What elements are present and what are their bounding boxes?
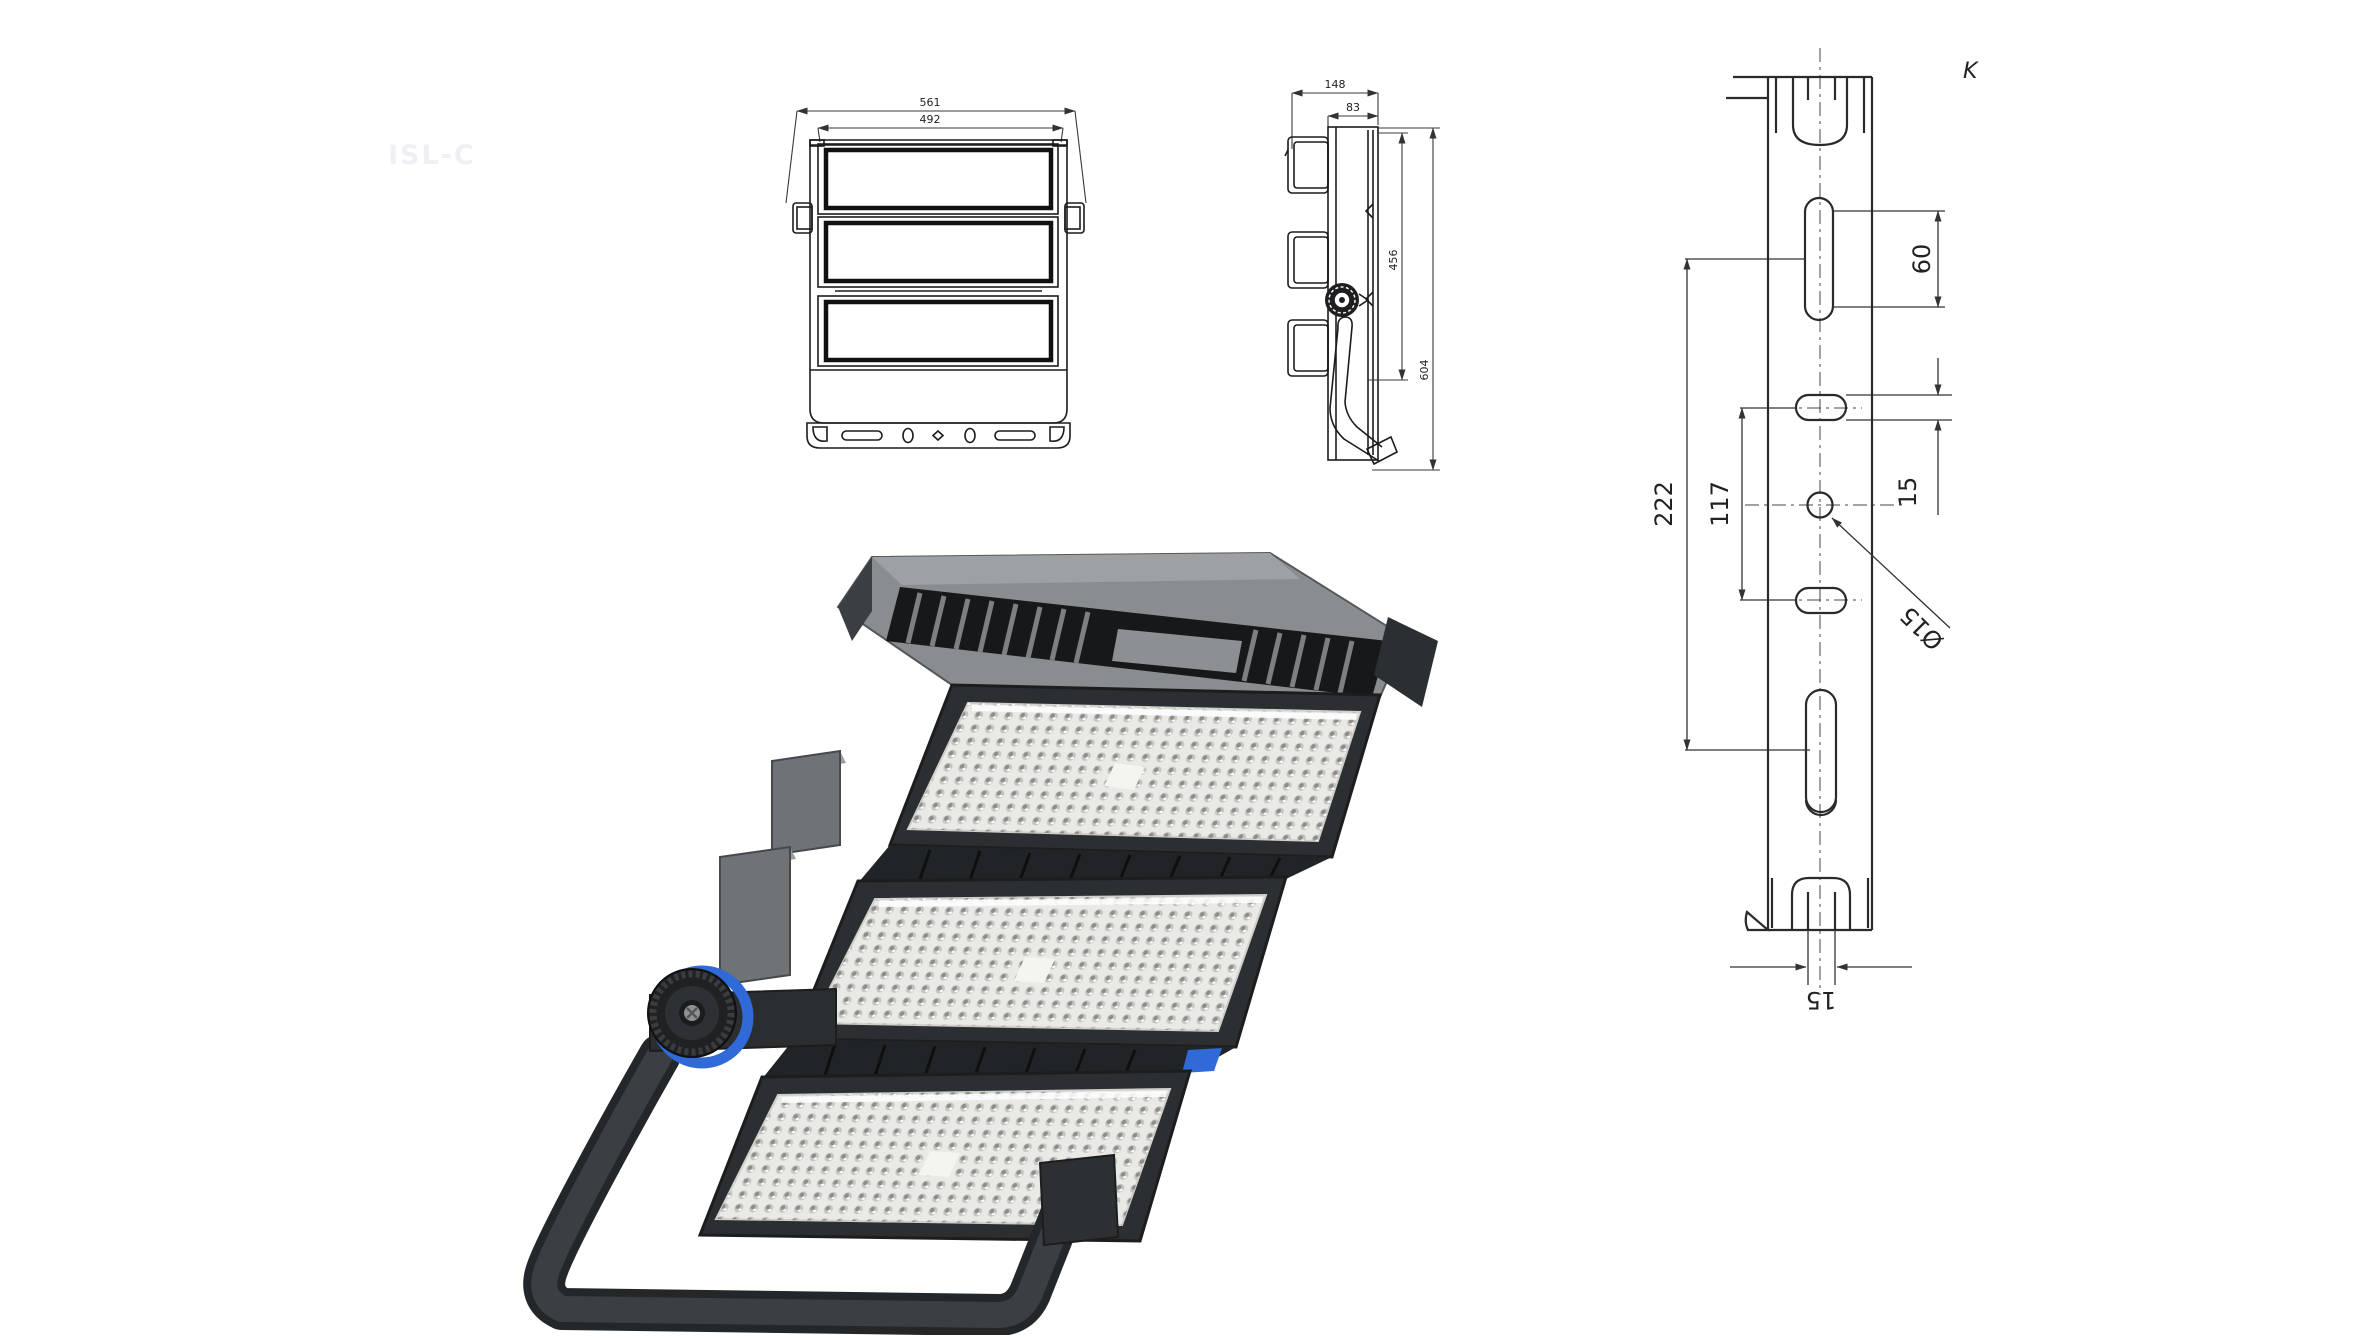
render-separator-2 (762, 1039, 1236, 1079)
bracket-channel-outline (1726, 75, 1874, 932)
front-dim-overall: 561 (785, 96, 1087, 204)
front-dim-overall-label: 561 (920, 96, 941, 109)
bracket-dim-dia-label: Ø15 (1894, 601, 1949, 656)
side-body-outline (1327, 126, 1379, 461)
watermark-text: ISL-C (388, 140, 476, 171)
bracket-view-label: K (1963, 59, 1979, 84)
front-dim-module-label: 492 (920, 113, 941, 126)
side-dim-body-depth: 83 (1327, 101, 1379, 128)
bracket-hole-diameter-callout: Ø15 (1831, 517, 1951, 656)
bracket-holes (1794, 196, 1848, 817)
render-separator-1 (858, 845, 1332, 883)
bracket-dim-60-label: 60 (1908, 244, 1936, 275)
bracket-dim-hole-pitch: 117 (1706, 407, 1796, 601)
module-center-emblem (1104, 763, 1145, 790)
mounting-bracket-drawing: 60 15 117 222 Ø15 (1650, 48, 1979, 1010)
bracket-dim-slot-width: 15 (1846, 358, 1952, 515)
side-handle (1329, 316, 1399, 466)
heatsink-handle-slot (1112, 629, 1242, 673)
render-handle (523, 1034, 1120, 1335)
side-view-drawing: 148 83 (1284, 78, 1440, 471)
front-dim-module: 492 (817, 113, 1064, 143)
module-center-emblem (919, 1151, 960, 1177)
render-rear-driver-boxes (719, 749, 846, 987)
product-3d-render (523, 551, 1438, 1335)
side-dim-depth: 148 (1291, 78, 1379, 149)
front-view-drawing: 561 492 (785, 96, 1087, 449)
side-dim-span-label: 456 (1387, 250, 1400, 271)
side-dim-height-label: 604 (1418, 360, 1431, 381)
module-center-emblem (1014, 957, 1055, 983)
bracket-dim-bottom-label: 15 (1806, 986, 1837, 1010)
bracket-dim-bottom-slot: 15 (1730, 930, 1912, 1010)
front-led-modules (810, 143, 1067, 371)
side-dim-body-label: 83 (1346, 101, 1360, 114)
bracket-dim-222-label: 222 (1650, 481, 1678, 527)
render-heatsink (836, 551, 1438, 707)
front-housing-outline (806, 139, 1071, 449)
render-led-module-2 (791, 875, 1289, 1049)
bracket-dim-mount-span: 222 (1650, 258, 1810, 751)
bracket-dim-slot-length: 60 (1833, 210, 1945, 308)
bracket-dim-15-label: 15 (1894, 477, 1922, 508)
side-module-profiles (1284, 136, 1329, 377)
side-adjustment-knob (1325, 283, 1370, 317)
render-led-module-1 (887, 683, 1382, 859)
blue-accent-strip (1182, 1048, 1222, 1073)
side-dim-module-span: 456 (1368, 132, 1408, 381)
bracket-dim-117-label: 117 (1706, 481, 1734, 527)
render-adjustment-knob (647, 965, 837, 1069)
front-pivot-ears (792, 202, 1085, 234)
side-dim-depth-label: 148 (1325, 78, 1346, 91)
side-dim-height: 604 (1372, 127, 1440, 471)
